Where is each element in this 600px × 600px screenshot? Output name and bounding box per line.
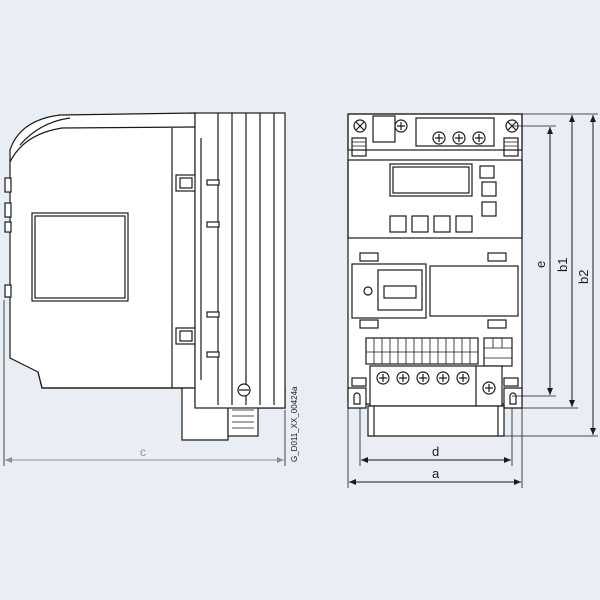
side-connector-block bbox=[227, 403, 259, 437]
front-bottom-connector bbox=[367, 405, 505, 437]
mounting-foot-right bbox=[503, 387, 523, 409]
dimension-d: d bbox=[359, 408, 513, 466]
front-option-module bbox=[377, 269, 423, 311]
dimension-d-label: d bbox=[432, 444, 439, 459]
top-terminal-screws bbox=[394, 119, 486, 145]
side-heatsink bbox=[194, 112, 286, 409]
front-power-terminals bbox=[369, 365, 503, 407]
dimension-b1: b1 bbox=[522, 113, 578, 409]
dimension-a: a bbox=[347, 408, 523, 488]
mounting-foot-left bbox=[347, 387, 367, 409]
dimension-b1-label: b1 bbox=[555, 258, 570, 272]
dimension-a-label: a bbox=[432, 466, 440, 481]
side-view bbox=[4, 112, 286, 441]
bottom-terminal-screws bbox=[376, 371, 496, 395]
side-window bbox=[31, 212, 129, 302]
front-display bbox=[389, 163, 473, 197]
dimension-b2: b2 bbox=[504, 113, 598, 437]
dimension-e-label: e bbox=[533, 261, 548, 268]
drawing-reference-code: G_D011_XX_00424a bbox=[290, 386, 299, 462]
dimension-c: c bbox=[3, 300, 286, 466]
front-keypad bbox=[389, 215, 473, 233]
front-view bbox=[347, 113, 523, 437]
dimension-c-label: c bbox=[140, 445, 146, 459]
dimension-e: e bbox=[512, 125, 556, 397]
dimension-b2-label: b2 bbox=[576, 270, 591, 284]
